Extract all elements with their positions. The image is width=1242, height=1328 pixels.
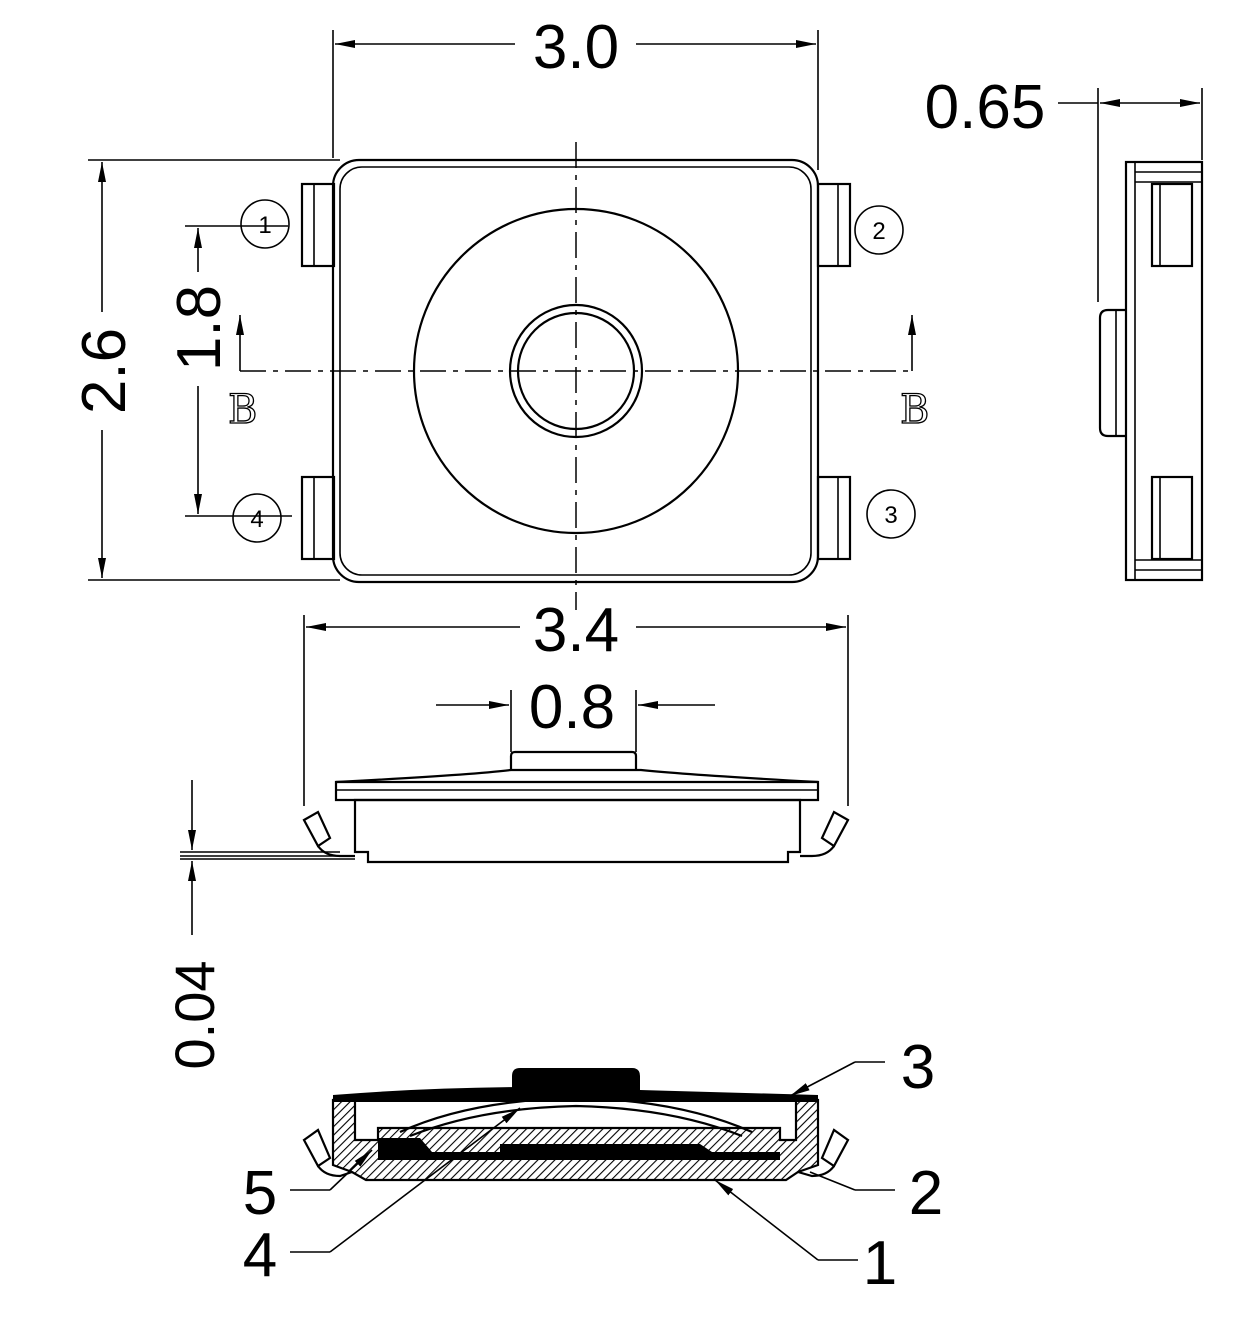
dimension-thickness: 0.65 [925,73,1203,302]
callout-2: 2 [809,1159,943,1228]
pin-4-label: 4 [250,506,263,533]
pin-2-label: 2 [872,218,885,245]
section-dome [399,1096,753,1134]
dim-3-0-label: 3.0 [533,13,619,82]
section-contacts [378,1138,780,1160]
callout-3-label: 3 [901,1033,935,1102]
front-view [180,750,850,864]
dim-1-8-label: 1.8 [165,285,234,371]
side-view [1098,160,1204,582]
terminal-2 [816,182,852,268]
dimension-standoff: 0.04 [163,780,355,1070]
side-actuator [1098,308,1126,438]
section-mark-right: B [900,387,929,433]
terminal-1 [300,182,336,268]
front-base [353,798,802,864]
callout-2-label: 2 [909,1159,943,1228]
dimension-width-top: 3.0 [332,13,819,170]
dim-0-04-label: 0.04 [163,961,226,1070]
dim-0-65-label: 0.65 [925,73,1046,142]
pin-2-bubble [854,205,904,255]
dimension-height-left: 2.6 [70,159,340,581]
dimension-actuator: 0.8 [436,673,715,752]
front-cover-slope [335,768,819,784]
terminal-3 [816,475,852,561]
callout-5-label: 5 [243,1159,277,1228]
callout-1-label: 1 [863,1229,897,1298]
side-body-outline [1124,160,1204,582]
pin-3-bubble [866,489,916,539]
pin-3-label: 3 [884,502,897,529]
dim-0-8-label: 0.8 [529,673,615,742]
section-actuator [512,1068,640,1094]
section-view [302,1068,850,1182]
dimension-width-total: 3.4 [303,596,849,806]
callout-4: 4 [243,1107,521,1290]
pin-1-bubble [240,199,290,249]
callout-5: 5 [243,1149,373,1228]
dimension-pin-pitch: 1.8 [165,225,292,517]
side-terminal-top [1150,182,1194,268]
side-terminal-bottom [1150,475,1194,561]
front-actuator [509,750,638,770]
pin-4-bubble [232,493,282,543]
dim-2-6-label: 2.6 [70,328,139,414]
top-view: B B 1 2 3 4 [227,142,930,610]
callout-4-label: 4 [243,1221,277,1290]
dim-3-4-label: 3.4 [533,596,619,665]
callout-1: 1 [714,1179,897,1298]
section-cover [333,1086,818,1102]
section-mark-left: B [228,387,257,433]
terminal-4 [300,475,336,561]
callout-3: 3 [789,1033,935,1102]
